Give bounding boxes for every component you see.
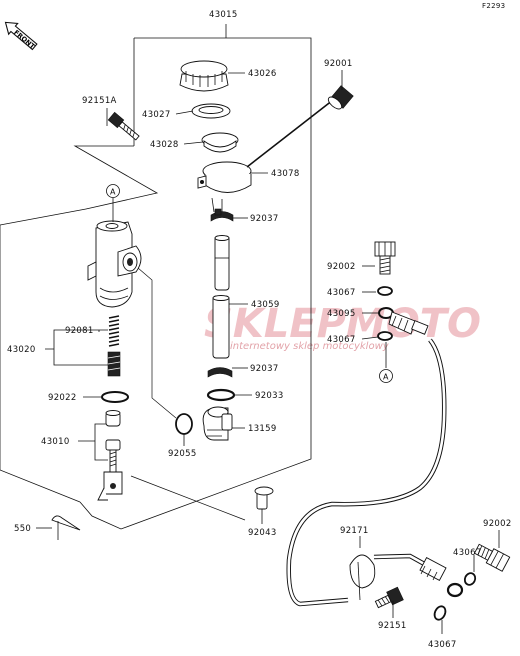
label-92037-lower: 92037 (250, 364, 279, 374)
diaphragm (201, 132, 239, 153)
label-43067-lower: 43067 (327, 335, 356, 345)
front-label: FRONT (12, 28, 37, 50)
svg-text:A: A (383, 373, 389, 382)
cotter-pin (51, 515, 81, 540)
hose-clip-upper (210, 208, 234, 222)
reservoir-hose (212, 235, 230, 359)
banjo-bolt-92002-upper (374, 241, 396, 275)
pin-92043 (254, 486, 274, 510)
watermark-brand: SKLEPMOTO (204, 301, 481, 347)
hose-clip-lower (207, 367, 233, 378)
front-arrow-icon: FRONT (4, 21, 38, 51)
label-92081: 92081 (65, 326, 94, 336)
diaphragm-plate (191, 103, 231, 119)
reservoir (197, 161, 252, 213)
label-92151: 92151 (378, 621, 407, 631)
hose-clamp (349, 554, 376, 601)
copper-washer-bottom (433, 605, 447, 621)
hose-fitting (202, 406, 233, 441)
label-550: 550 (14, 524, 31, 534)
copper-washer-lower (377, 331, 393, 341)
label-43078: 43078 (271, 169, 300, 179)
label-43095: 43095 (327, 309, 356, 319)
label-43010: 43010 (41, 437, 70, 447)
label-92151A: 92151A (82, 96, 117, 106)
label-43020: 43020 (7, 345, 36, 355)
label-43026: 43026 (248, 69, 277, 79)
bolt-92151a (107, 111, 140, 141)
master-cylinder-body (87, 220, 142, 308)
label-92001: 92001 (324, 59, 353, 69)
banjo-fitting (378, 307, 429, 335)
label-43059: 43059 (251, 300, 280, 310)
label-43067-upper: 43067 (327, 288, 356, 298)
figure-code: F2293 (482, 2, 505, 10)
reservoir-cap (179, 60, 229, 92)
label-43027: 43027 (142, 110, 171, 120)
label-92043: 92043 (248, 528, 277, 538)
label-92171: 92171 (340, 526, 369, 536)
label-92002-upper: 92002 (327, 262, 356, 272)
label-43067-bottom: 43067 (428, 640, 457, 650)
banjo-bolt-92002-lower (473, 543, 511, 572)
label-92002-lower: 92002 (483, 519, 512, 529)
callout-a-lower: A (379, 342, 393, 383)
bolt-92151 (374, 586, 404, 609)
o-ring (175, 413, 193, 435)
callout-a-upper: A (106, 184, 120, 222)
label-92055: 92055 (168, 449, 197, 459)
banjo-bolt-long (246, 85, 354, 168)
part-labels: 43015 43026 43027 43028 43078 92037 4305… (7, 10, 512, 650)
piston-assembly (97, 410, 123, 501)
spring (107, 315, 121, 377)
svg-text:A: A (110, 188, 116, 197)
label-92022: 92022 (48, 393, 77, 403)
label-43015: 43015 (209, 10, 238, 20)
label-13159: 13159 (248, 424, 277, 434)
assembly-outline (0, 24, 312, 530)
leader-lines (36, 70, 500, 634)
label-92037-upper: 92037 (250, 214, 279, 224)
circlip (206, 388, 236, 402)
label-43028: 43028 (150, 140, 179, 150)
watermark-subtitle: internetowy sklep motocyklowy (230, 341, 390, 352)
label-43067-right: 43067 (453, 548, 482, 558)
brake-hose (286, 338, 447, 607)
copper-washer-right (463, 572, 477, 586)
washer-92022 (101, 391, 129, 403)
copper-washer-upper (377, 286, 393, 296)
hose-lower-end (373, 553, 464, 598)
label-92033: 92033 (255, 391, 284, 401)
